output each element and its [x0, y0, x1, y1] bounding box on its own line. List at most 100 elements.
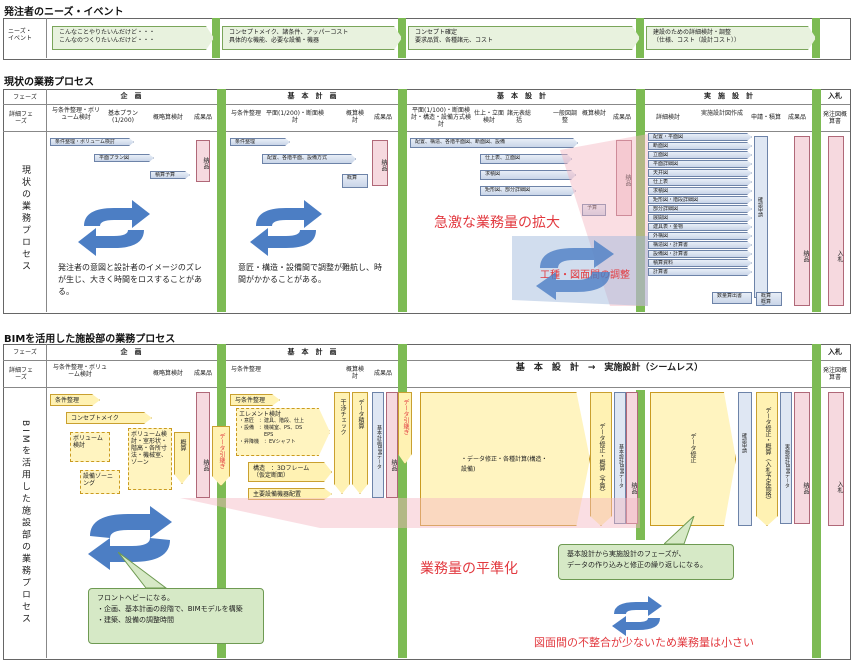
sub-header: 申請・積算: [750, 114, 781, 121]
sub-header: 成果品: [373, 114, 392, 121]
jisshi-item: 構造図・計算書: [648, 241, 752, 249]
bim-seamless-data1: 基本設計BIMデータ: [614, 392, 626, 524]
bim-data-arrow: データ引継ぎ: [398, 392, 412, 464]
cycle-icon: [88, 506, 172, 570]
bim-seamless-data-mod: データ修正: [650, 392, 736, 526]
sub-header: 実施設計図作成: [700, 110, 743, 117]
sub-header: 概算検討: [582, 110, 607, 117]
phase-kihon-sekkei: 基 本 設 計: [497, 92, 546, 100]
current-detail-label: 詳細フェーズ: [8, 111, 33, 125]
flow-box: 概算: [342, 174, 368, 188]
current-side-label: 現状の業務プロセス: [20, 165, 30, 273]
jisshi-item: 断面図: [648, 142, 752, 150]
sub-header: 概略算検討: [152, 114, 183, 121]
sub-header: 与条件整理: [230, 366, 261, 373]
phase-kihon-keikaku: 基 本 計 画: [287, 92, 337, 100]
current-title: 現状の業務プロセス: [4, 77, 94, 88]
phase-jisshi-sekkei: 実 施 設 計: [704, 92, 753, 100]
note-mid: 意匠・構造・設備間で調整が難航し、時間がかかることがある。: [238, 263, 382, 284]
jisshi-item: 平面詳細図: [648, 160, 752, 168]
jisshi-item: 部分詳細図: [648, 205, 752, 213]
bim-dmod1: データ修正・概算（予算）: [590, 392, 612, 526]
needs-stage-1: こんなことやりたいんだけど・・・こんなのつくりたいんだけど・・・: [52, 26, 214, 50]
bim-red-heijunka: 業務量の平準化: [420, 561, 518, 577]
sub-header: 概略算検討: [152, 370, 183, 377]
jisshi-item: 立面図: [648, 151, 752, 159]
bim-kakunin-bar: 確認申請: [738, 392, 752, 526]
sub-header: 一般図調整: [552, 110, 577, 124]
needs-divider: [212, 18, 220, 58]
bim-kihon-jouken: 与条件整理: [230, 394, 280, 406]
jisshi-item: 計算書: [648, 268, 752, 276]
bim-jouken: 条件整理: [50, 394, 100, 406]
bim-inner-divider: [636, 390, 645, 540]
sub-header: 成果品: [787, 114, 806, 121]
bim-concept: コンセプトメイク: [66, 412, 152, 424]
bim-phase-seamless: 基 本 設 計 → 実施設計（シームレス）: [515, 363, 704, 373]
needs-stage-4: 建設のための詳細検討・調整（仕様、コスト（設計コスト））: [646, 26, 816, 50]
kakunin-bar: 確認申請: [754, 136, 768, 298]
sub-header: 与条件整理: [230, 110, 261, 117]
sub-header: 基本プラン(1/200): [107, 110, 138, 124]
bim-check: 干渉チェック: [334, 392, 350, 494]
bim-kouzou: 構造 ：3Dフレーム（仮定断面）: [248, 462, 332, 482]
flow-arrow: 矩形図、部分詳細図: [480, 186, 576, 196]
bim-nyusatsu-box: 入札: [828, 392, 844, 526]
sub-header: 概算検討: [345, 366, 364, 380]
jisshi-item: 天井図: [648, 169, 752, 177]
bim-volume2: ボリューム検討・室形状・階高・各所寸法・機械室、ゾーン: [128, 428, 172, 490]
callout-tail: [118, 552, 168, 589]
sub-header: 平面(1/100)・断面検討・構造・設備方式検討: [410, 107, 471, 128]
flow-arrow: 条件整理・ボリューム検討: [50, 138, 134, 146]
bim-setsubi: 設備ゾーニング: [80, 470, 120, 494]
bim-seamless-data2: 実施設計BIMデータ: [780, 392, 792, 524]
flow-arrow: 仕上表、立面図: [480, 154, 572, 164]
callout-tail: [664, 516, 695, 545]
bim-detail-label: 詳細フェーズ: [8, 367, 33, 381]
sub-header: 成果品: [193, 114, 212, 121]
bim-shuyou: 主要設備機器配置: [248, 488, 332, 500]
jisshi-item: 配置・平面図: [648, 133, 752, 141]
needs-divider: [812, 18, 820, 58]
needs-divider: [398, 18, 406, 58]
flow-arrow: 平面プラン図: [94, 154, 154, 162]
cycle-icon: [612, 596, 662, 636]
phase-nyusatsu: 入札: [828, 92, 842, 100]
callout-left: フロントヘビーになる。 ・企画、基本計画の段階で、BIMモデルを構築 ・建築、設…: [88, 588, 264, 644]
bim-phase-kikaku: 企 画: [120, 348, 142, 356]
bim-data-sokusan: データ積算: [352, 392, 368, 494]
bim-phase-nyusatsu: 入札: [828, 348, 842, 356]
sub-header: 成果品: [373, 370, 392, 377]
nouhin-box: 納品: [196, 140, 210, 182]
needs-stage-3: コンセプト確定要求品質、各種諸元、コスト: [408, 26, 640, 50]
bim-dmod2: データ修正・概算（入札予定価格）: [756, 392, 778, 526]
callout-right: 基本設計から実施設計のフェーズが、 データの作り込みと修正の繰り返しになる。: [558, 544, 734, 580]
nouhin-box: 納品: [616, 140, 632, 216]
jisshi-item: 外構図: [648, 232, 752, 240]
nouhin-box: 納品: [386, 392, 398, 498]
flow-arrow: 求積図: [480, 170, 576, 180]
red-workload-text: 急激な業務量の拡大: [434, 215, 560, 231]
nouhin-box: 納品: [372, 140, 388, 186]
nyusatsu-box: 入札: [828, 136, 844, 306]
gaisan-deshi: 数量算出書: [712, 292, 752, 304]
nouhin-box: 納品: [196, 392, 210, 498]
flow-arrow: 配置、構造、各階平面図、断面図、設備: [410, 138, 578, 148]
cycle-icon: [250, 200, 322, 256]
cycle-icon: [78, 200, 150, 256]
nouhin-box: 納品: [626, 392, 638, 524]
note-left: 発注者の意図と設計者のイメージのズレが生じ、大きく時間をロスすることがある。: [58, 263, 202, 296]
nouhin-box: 納品: [794, 392, 810, 524]
owner-needs-label: ニーズ・イベント: [8, 28, 33, 42]
bim-kihon-data: 基本計画BIMデータ: [372, 392, 384, 498]
bim-volume: ボリューム検討: [70, 432, 110, 462]
current-phase-label: フェーズ: [13, 94, 37, 101]
jisshi-item: 設備図・計算書: [648, 250, 752, 258]
bim-element: エレメント検討 ・意匠 ：建具、階段、仕上 ・設備 ：機械室、PS、DS EPS…: [236, 408, 330, 456]
bim-data-arrow: データ引継ぎ: [212, 426, 230, 486]
sub-header: 成果品: [612, 114, 631, 121]
jisshi-item: 建具表・金物: [648, 223, 752, 231]
cycle-icon: [536, 240, 614, 300]
sub-header: 平面(1/200)・断面検討: [266, 110, 324, 124]
nouhin-box: 納品: [794, 136, 810, 306]
